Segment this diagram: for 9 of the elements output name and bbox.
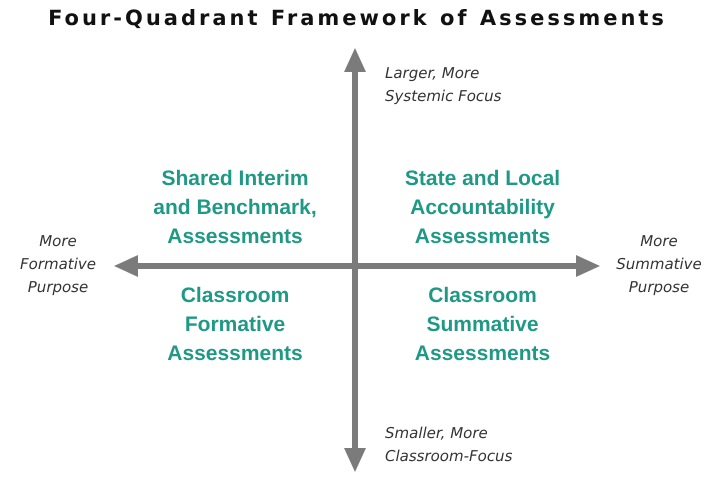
quadrant-label: State and Local Accountability Assessments — [404, 166, 562, 250]
axis-label: More Formative Purpose — [19, 231, 97, 298]
quadrant-label: Classroom Formative Assessments — [166, 283, 304, 367]
axis-label: Larger, More Systemic Focus — [385, 63, 502, 107]
quadrant-label: Shared Interim and Benchmark, Assessments — [152, 166, 318, 250]
title: Four-Quadrant Framework of Assessments — [47, 6, 668, 30]
axis-label: More Summative Purpose — [615, 231, 703, 298]
quadrant-label: Classroom Summative Assessments — [414, 283, 552, 367]
axis-label: Smaller, More Classroom-Focus — [385, 423, 514, 467]
